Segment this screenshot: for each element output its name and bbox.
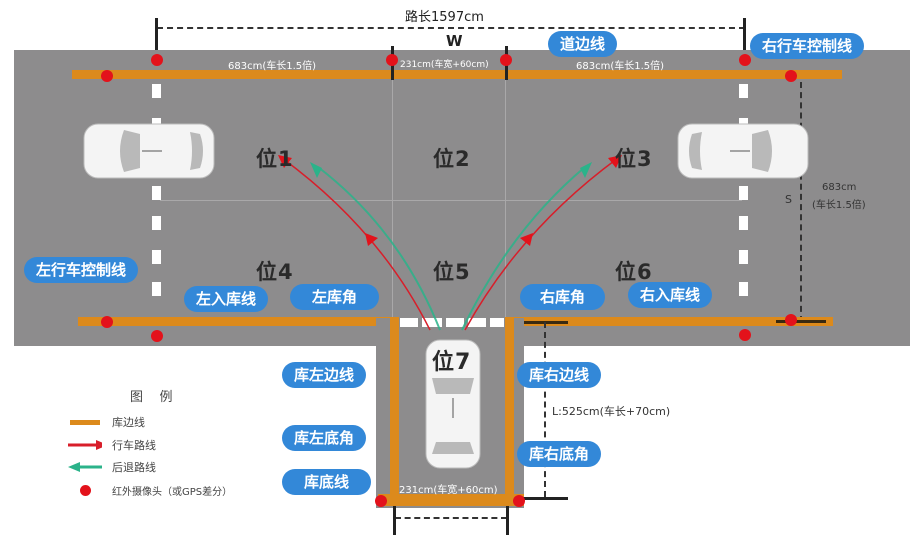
slot-left-edge	[390, 317, 399, 503]
slot-right-edge-callout: 库右边线	[517, 362, 602, 388]
slot-bottom-edge	[378, 494, 524, 506]
camera-dot	[101, 70, 113, 82]
left-bottom-edge-line	[78, 317, 398, 326]
left-control-callout: 左行车控制线	[24, 257, 139, 283]
grid-v1	[392, 78, 393, 318]
position-2-label: 位2	[433, 147, 471, 171]
slot-bottom-callout: 库底线	[282, 469, 372, 495]
left-corner-callout: 左库角	[290, 284, 380, 310]
slot-bottom-right-tick	[518, 497, 568, 500]
road-edge-line	[72, 70, 842, 79]
right-segment-dim: 683cm(车长1.5倍)	[576, 61, 665, 72]
position-6-label: 位6	[615, 260, 653, 284]
camera-dot	[386, 54, 398, 66]
slot-width-tick-right	[506, 506, 509, 535]
reverse-route-icon	[317, 166, 586, 331]
camera-dot	[151, 330, 163, 342]
right-bottom-edge-line	[505, 317, 833, 326]
camera-dot	[101, 316, 113, 328]
camera-dot	[151, 54, 163, 66]
right-control-callout: 右行车控制线	[750, 33, 865, 59]
drive-arrow-top-left-icon	[278, 155, 292, 168]
car-right	[677, 123, 809, 179]
drive-arrow-mid-left-icon	[365, 233, 378, 246]
drive-arrow-mid-right-icon	[520, 233, 533, 246]
green-arrow-left-icon	[68, 462, 102, 472]
s-value-line2: (车长1.5倍)	[812, 200, 866, 211]
slot-length-dim: L:525cm(车长+70cm)	[552, 405, 671, 418]
right-corner-callout: 右库角	[520, 284, 606, 310]
slot-left-bottom-callout: 库左底角	[282, 425, 367, 451]
position-5-label: 位5	[433, 260, 471, 284]
legend-item-drive-route: 行车路线	[68, 437, 156, 453]
position-3-label: 位3	[615, 147, 653, 171]
left-entry-callout: 左入库线	[184, 286, 269, 312]
camera-dot	[513, 495, 525, 507]
slot-right-edge	[505, 317, 514, 503]
position-4-label: 位4	[256, 260, 294, 284]
red-dot-icon	[68, 485, 102, 496]
camera-dot	[785, 70, 797, 82]
reverse-arrow-right-icon	[580, 162, 592, 178]
position-1-label: 位1	[256, 147, 294, 171]
width-symbol: W	[446, 32, 463, 50]
legend-item-reverse-route: 后退路线	[68, 459, 156, 475]
left-segment-dim: 683cm(车长1.5倍)	[228, 61, 317, 72]
legend-item-camera: 红外摄像头（或GPS差分）	[68, 483, 232, 498]
slot-right-bottom-callout: 库右底角	[517, 441, 602, 467]
road-area	[14, 50, 910, 346]
camera-dot	[739, 329, 751, 341]
road-length-label: 路长1597cm	[405, 10, 484, 25]
s-value-line1: 683cm	[822, 182, 857, 193]
right-tick	[743, 18, 746, 78]
grid-h1	[160, 200, 742, 201]
slot-length-dashline	[544, 322, 546, 497]
camera-dot	[500, 54, 512, 66]
car-left	[83, 123, 215, 179]
slot-width-tick-left	[393, 506, 396, 535]
right-tick-bottom	[776, 320, 826, 323]
camera-dot	[785, 314, 797, 326]
road-length-dashline	[157, 27, 745, 29]
right-entry-callout: 右入库线	[628, 282, 713, 308]
legend-title: 图 例	[130, 390, 173, 405]
center-segment-dim: 231cm(车宽+60cm)	[400, 60, 489, 70]
camera-dot	[739, 54, 751, 66]
reverse-arrow-left-icon	[310, 162, 322, 178]
position-7-label: 位7	[432, 350, 472, 375]
s-symbol: S	[785, 193, 792, 206]
grid-v2	[505, 78, 506, 318]
car-slot	[425, 339, 481, 469]
drive-arrow-top-right-icon	[608, 155, 622, 168]
slot-left-edge-callout: 库左边线	[282, 362, 367, 388]
slot-width-dim: 231cm(车宽+60cm)	[399, 485, 498, 496]
s-dashline	[800, 82, 802, 322]
legend-item-edge-line: 库边线	[68, 414, 145, 430]
red-arrow-right-icon	[68, 440, 102, 450]
camera-dot	[375, 495, 387, 507]
road-edge-callout: 道边线	[548, 31, 618, 57]
slot-width-dashline	[395, 517, 507, 519]
left-tick	[155, 18, 158, 78]
orange-line-icon	[68, 419, 102, 425]
